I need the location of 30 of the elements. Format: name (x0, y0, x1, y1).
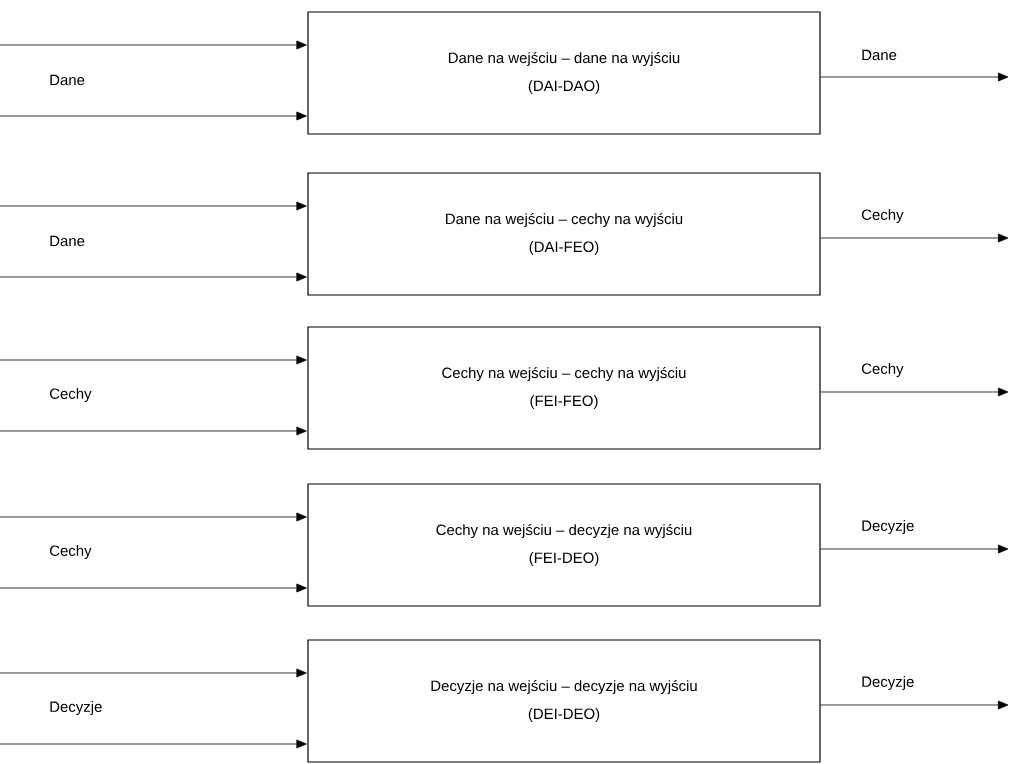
arrow (820, 72, 1009, 82)
arrow (0, 40, 307, 50)
edge-label: Decyzje (862, 676, 914, 690)
arrow (0, 426, 307, 436)
process-box: Decyzje na wejściu – decyzje na wyjściu (DEI-DEO) (307, 639, 821, 763)
input-label: Cechy (49, 545, 92, 559)
arrow (820, 700, 1009, 710)
input-label: Dane (50, 235, 85, 247)
arrow (0, 739, 307, 749)
process-box: Dane na wejściu – dane na wyjściu (DAI-DAO) (307, 11, 821, 135)
arrow (0, 668, 307, 678)
arrow (820, 387, 1009, 397)
input-label: Decyzje (50, 701, 102, 715)
edge-label: Decyzje (862, 520, 914, 534)
arrow (0, 272, 307, 282)
arrow (820, 233, 1009, 243)
arrow (820, 544, 1009, 554)
arrow (0, 512, 307, 522)
process-box: Cechy na wejściu – cechy na wyjściu (FEI-FEO) (307, 326, 821, 450)
process-box: Dane na wejściu – cechy na wyjściu (DAI-FEO) (307, 172, 821, 296)
arrow (0, 111, 307, 121)
input-label: Dane (50, 74, 85, 86)
arrow (0, 583, 307, 593)
process-box: Cechy na wejściu – decyzje na wyjściu (FEI-DEO) (307, 483, 821, 607)
input-label: Cechy (49, 388, 92, 402)
edge-label: Dane (862, 49, 897, 61)
edge-label: Cechy (861, 363, 904, 377)
arrow (0, 201, 307, 211)
arrow (0, 355, 307, 365)
edge-label: Cechy (861, 209, 904, 223)
